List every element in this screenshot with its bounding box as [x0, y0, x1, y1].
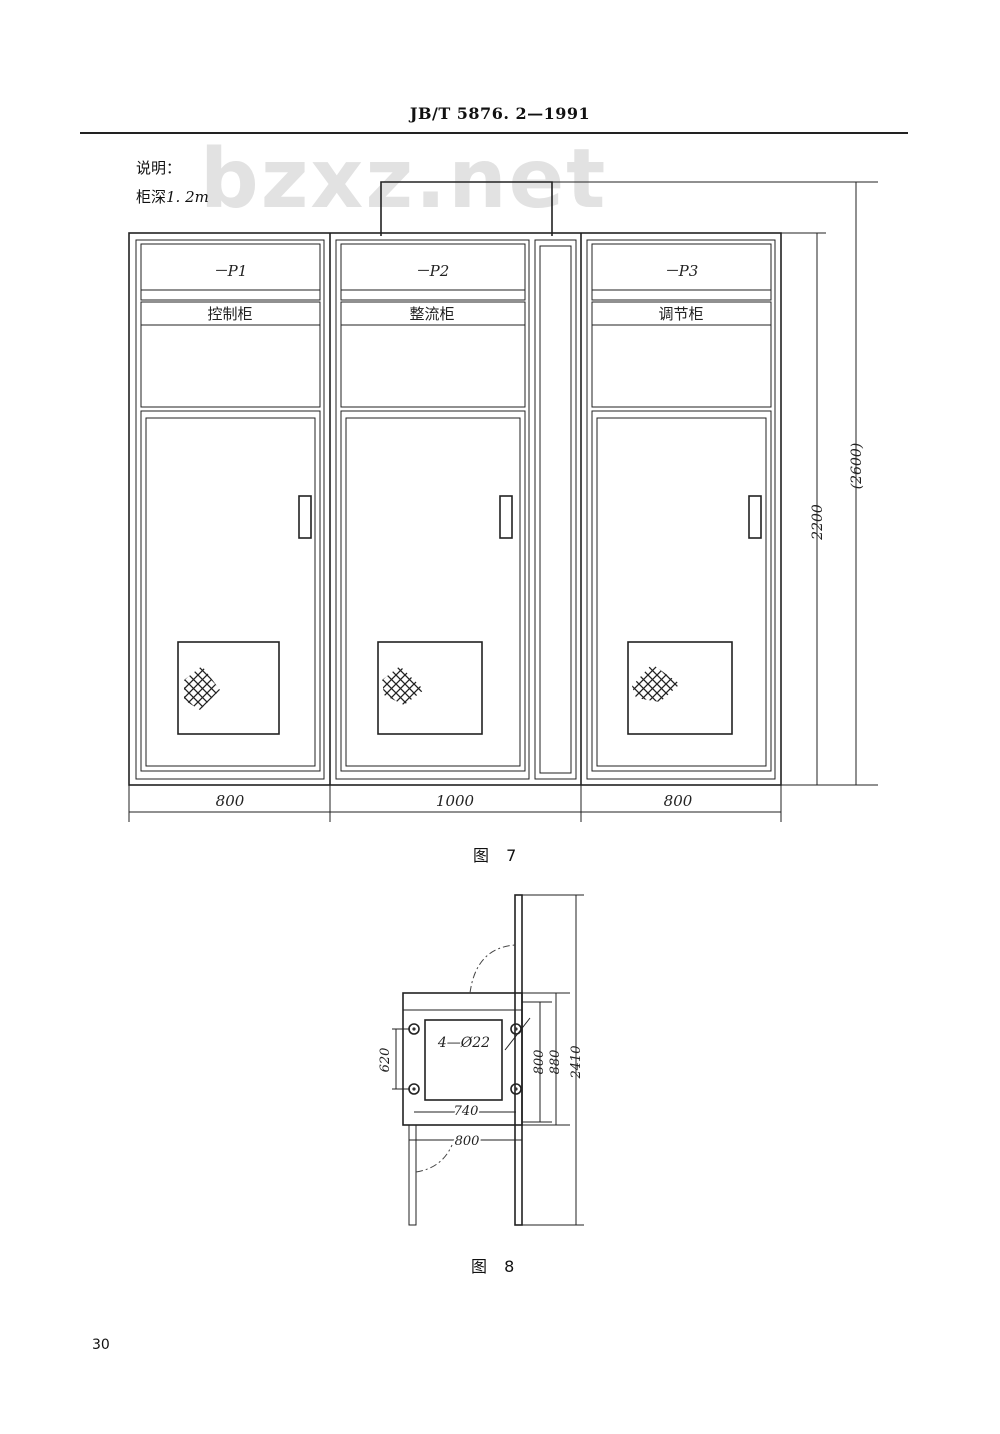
- vent-mesh: [632, 664, 680, 702]
- cabinet-name-p2: 整流柜: [409, 305, 454, 323]
- standard-code: JB/T 5876. 2—1991: [409, 104, 591, 123]
- cabinet-p2: [335, 239, 530, 780]
- height-dimensions: 2200 (2600): [781, 182, 878, 786]
- vent-window: [377, 641, 483, 735]
- depth-value: 1. 2m: [166, 188, 209, 206]
- figure-7: －P1 控制柜 －P2 整流柜 －P3 调节柜 800 1000 800 220…: [128, 181, 878, 822]
- note-label: 说明：: [136, 159, 182, 177]
- cabinet-code-p2: －P2: [415, 262, 450, 280]
- page-number: 30: [92, 1337, 110, 1353]
- side-wall: [514, 894, 523, 1226]
- hole-label: 4—Ø22: [437, 1035, 490, 1051]
- depth-prefix: 柜深: [136, 188, 167, 206]
- vent-mesh: [184, 666, 220, 710]
- dim-880: 880: [548, 1050, 563, 1075]
- dim-2410: 2410: [569, 1045, 584, 1079]
- header-rule: [80, 132, 908, 134]
- figure-8-caption: 图 8: [471, 1257, 521, 1276]
- watermark: bzxz.net: [200, 132, 608, 227]
- cabinet-code-p1: －P1: [213, 262, 248, 280]
- dim-height: 2200: [810, 504, 826, 541]
- cabinet-p1: [135, 239, 325, 780]
- dim-620: 620: [378, 1048, 393, 1073]
- vent-window: [627, 641, 733, 735]
- dim-width-p3: 800: [664, 792, 693, 810]
- cabinet-name-p1: 控制柜: [207, 305, 252, 323]
- vent-window: [177, 641, 280, 735]
- cabinet-p3: [586, 239, 776, 780]
- cabinet-name-p3: 调节柜: [658, 305, 703, 323]
- figure-8: 4—Ø22 620 740 800 800 880 2410: [378, 894, 584, 1226]
- door-handle: [298, 495, 312, 539]
- cutout: [424, 1019, 503, 1101]
- cabinet-code-p3: －P3: [664, 262, 699, 280]
- door-handle: [499, 495, 513, 539]
- center-panel: [534, 239, 577, 780]
- dim-width-p2: 1000: [436, 792, 475, 810]
- dim-800-v: 800: [532, 1050, 547, 1075]
- dim-total-height: (2600): [849, 443, 865, 490]
- cabinet-row: [128, 232, 782, 786]
- dim-740: 740: [454, 1104, 479, 1119]
- dim-width-p1: 800: [216, 792, 245, 810]
- note-depth: 柜深1. 2m: [136, 186, 209, 207]
- vent-mesh: [382, 666, 424, 705]
- width-dimensions: 800 1000 800: [128, 785, 782, 822]
- figure-7-caption: 图 7: [473, 846, 523, 865]
- dim-800-h: 800: [455, 1134, 480, 1149]
- duct: [380, 181, 553, 236]
- front-wall: [408, 1124, 417, 1226]
- door-handle: [748, 495, 762, 539]
- base-plate: [402, 992, 523, 1126]
